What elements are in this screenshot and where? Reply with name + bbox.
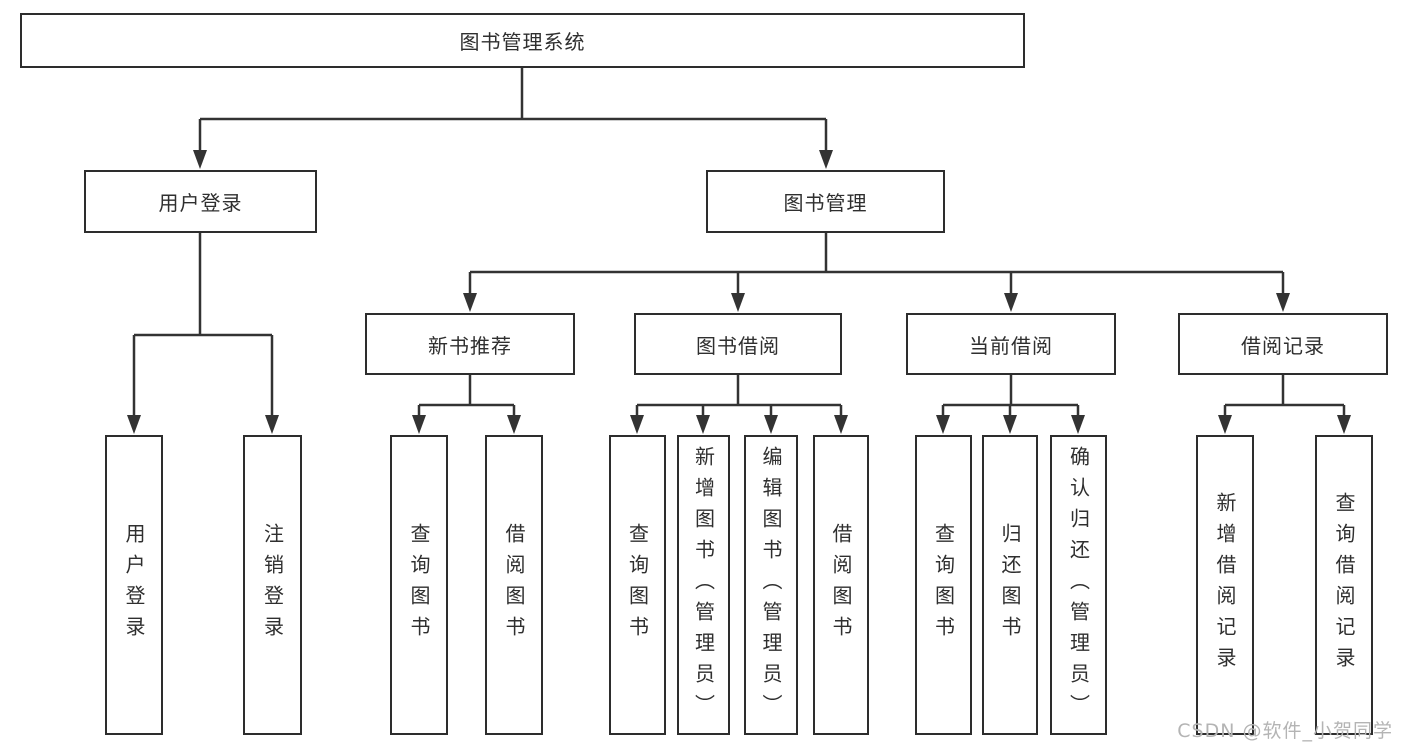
node-label: 新书推荐 bbox=[428, 333, 512, 358]
node-label: 图书管理 bbox=[783, 191, 868, 215]
leaf-edit-book-admin: 编辑图书（管理员） bbox=[744, 435, 798, 735]
leaf-query-books-current: 查询图书 bbox=[915, 435, 972, 735]
node-new-book-recommend: 新书推荐 bbox=[365, 313, 575, 375]
node-label: 新增借阅记录 bbox=[1213, 492, 1237, 678]
leaf-confirm-return-admin: 确认归还（管理员） bbox=[1050, 435, 1107, 735]
node-label: 借阅记录 bbox=[1241, 333, 1325, 358]
leaf-borrow-books-recommend: 借阅图书 bbox=[485, 435, 543, 735]
node-label: 借阅图书 bbox=[829, 523, 853, 647]
node-user-login-module: 用户登录 bbox=[84, 170, 317, 233]
node-label: 用户登录 bbox=[158, 191, 243, 215]
node-label: 用户登录 bbox=[122, 523, 146, 647]
node-label: 查询图书 bbox=[931, 523, 956, 647]
node-label: 查询图书 bbox=[407, 523, 431, 647]
node-label: 确认归还（管理员） bbox=[1066, 445, 1091, 725]
node-label: 归还图书 bbox=[998, 523, 1022, 647]
leaf-query-books-borrow: 查询图书 bbox=[609, 435, 666, 735]
leaf-add-book-admin: 新增图书（管理员） bbox=[677, 435, 730, 735]
node-label: 借阅图书 bbox=[502, 523, 526, 647]
leaf-query-borrow-record: 查询借阅记录 bbox=[1315, 435, 1373, 735]
node-book-borrow: 图书借阅 bbox=[634, 313, 842, 375]
leaf-return-books: 归还图书 bbox=[982, 435, 1038, 735]
node-book-management-module: 图书管理 bbox=[706, 170, 945, 233]
node-label: 查询借阅记录 bbox=[1332, 492, 1356, 678]
node-label: 图书借阅 bbox=[696, 333, 780, 358]
leaf-query-books-recommend: 查询图书 bbox=[390, 435, 448, 735]
node-current-borrow: 当前借阅 bbox=[906, 313, 1116, 375]
node-label: 当前借阅 bbox=[969, 333, 1053, 358]
node-label: 注销登录 bbox=[260, 523, 285, 647]
node-label: 查询图书 bbox=[625, 523, 650, 647]
csdn-watermark: CSDN @软件_小贺同学 bbox=[1177, 720, 1393, 742]
leaf-user-login: 用户登录 bbox=[105, 435, 163, 735]
node-library-management-system: 图书管理系统 bbox=[20, 13, 1025, 68]
leaf-logout: 注销登录 bbox=[243, 435, 302, 735]
leaf-add-borrow-record: 新增借阅记录 bbox=[1196, 435, 1254, 735]
arrowhead-icons bbox=[127, 150, 1351, 434]
leaf-borrow-books: 借阅图书 bbox=[813, 435, 869, 735]
node-label: 新增图书（管理员） bbox=[691, 445, 716, 725]
node-label: 图书管理系统 bbox=[459, 30, 586, 54]
node-label: 编辑图书（管理员） bbox=[759, 445, 783, 725]
node-borrow-records: 借阅记录 bbox=[1178, 313, 1388, 375]
